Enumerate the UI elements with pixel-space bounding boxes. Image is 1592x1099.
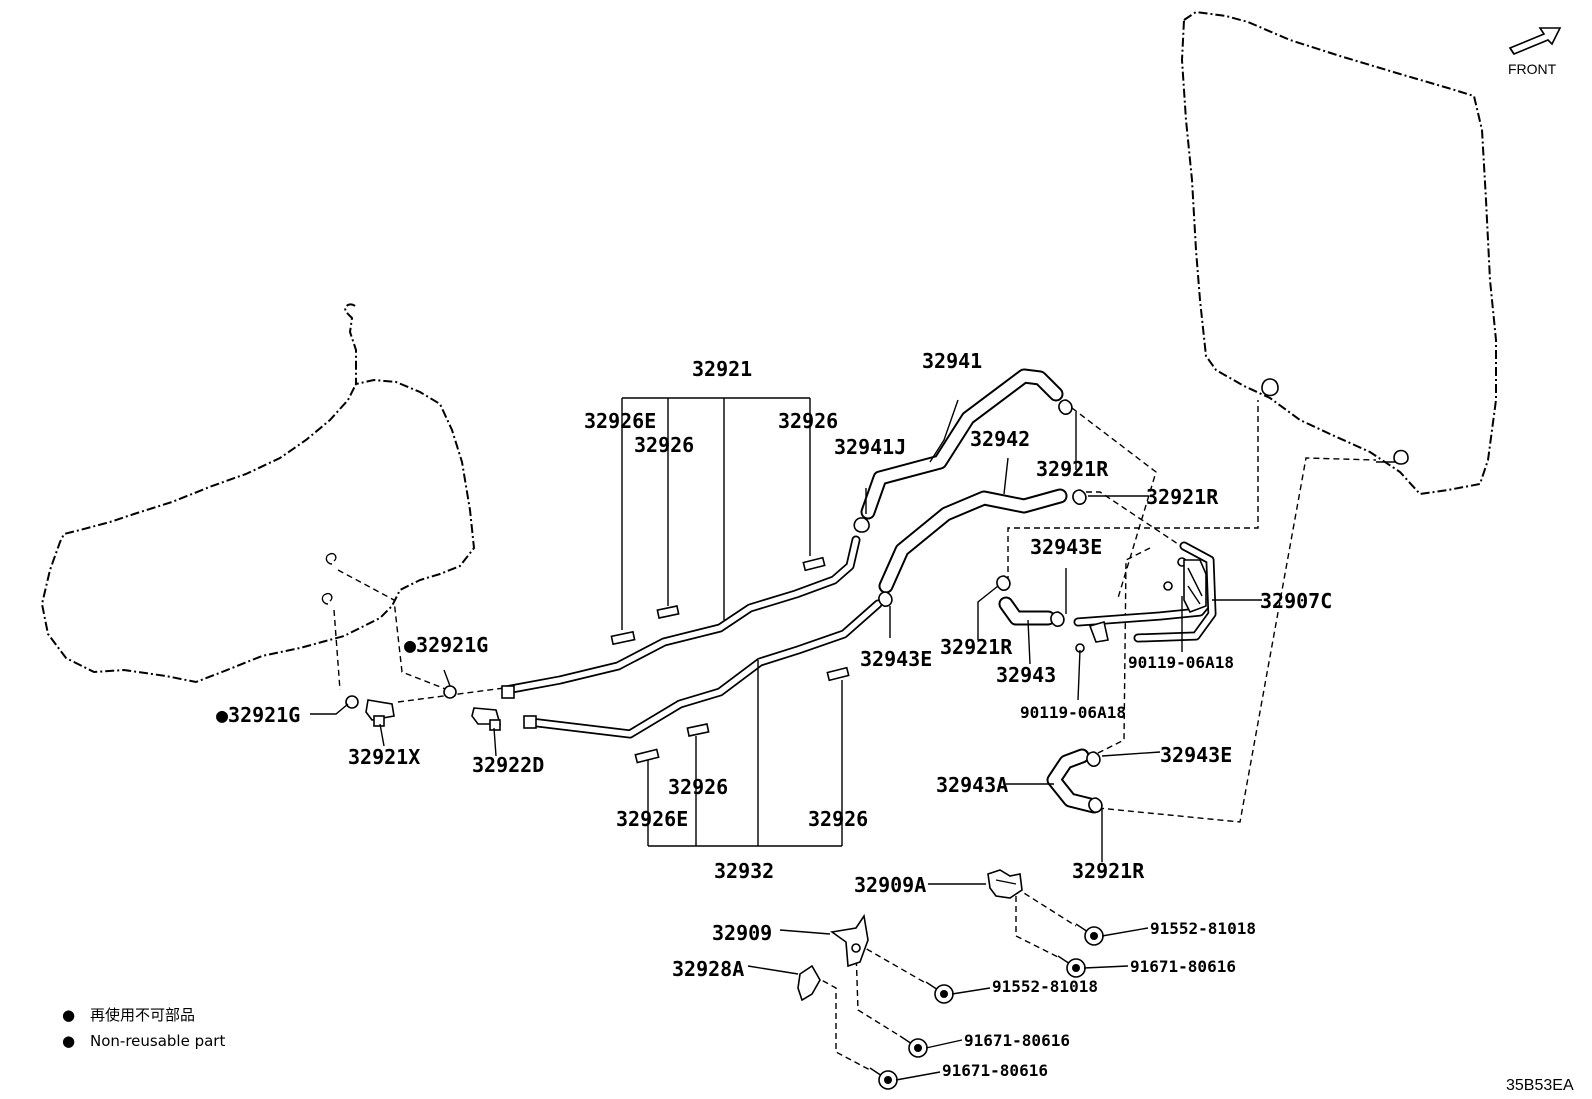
- callout-32921G-b: ●32921G: [216, 703, 300, 727]
- callout-91671-b: 91671-80616: [964, 1031, 1070, 1050]
- cooler-pipes-32907C: [1073, 541, 1217, 643]
- diagram-code: 35B53EA: [1506, 1077, 1574, 1094]
- callout-90119-b: 90119-06A18: [1020, 703, 1126, 722]
- bolt-91552-81018-b: [925, 981, 954, 1004]
- callout-32943E-c: 32943E: [1160, 743, 1232, 767]
- clamp-32921R-c: [996, 575, 1011, 591]
- callout-91671-a: 91671-80616: [1130, 957, 1236, 976]
- front-arrow-icon: [1508, 27, 1562, 55]
- transmission-port-lower: [321, 592, 333, 605]
- union-32922D: [471, 707, 502, 731]
- hose-32941: [860, 368, 1064, 520]
- callout-32921: 32921: [692, 357, 752, 381]
- transmission-port-upper: [325, 552, 337, 565]
- radiator-port-lower: [1393, 449, 1409, 465]
- callout-32921G-a: ●32921G: [404, 633, 488, 657]
- pipe-32921: [501, 535, 861, 695]
- transmission-outline: [40, 303, 476, 684]
- callout-32926E-top: 32926E: [584, 409, 656, 433]
- callout-32921X: 32921X: [348, 745, 420, 769]
- callout-32932: 32932: [714, 859, 774, 883]
- callout-32943E-a: 32943E: [1030, 535, 1102, 559]
- callout-32928A: 32928A: [672, 957, 744, 981]
- gasket-32921G-b: [345, 695, 359, 709]
- callout-91552-b: 91552-81018: [992, 977, 1098, 996]
- legend-text-en: Non-reusable part: [90, 1032, 225, 1050]
- union-32921X: [365, 699, 395, 727]
- callout-32909: 32909: [712, 921, 772, 945]
- callout-32943: 32943: [996, 663, 1056, 687]
- legend-marker-ja: ●: [62, 1006, 75, 1024]
- callout-91671-c: 91671-80616: [942, 1061, 1048, 1080]
- cooler-32907C: [1183, 559, 1207, 614]
- hose-32943: [998, 596, 1056, 626]
- hose-32942: [878, 488, 1068, 594]
- bracket-32909: [829, 913, 869, 968]
- callout-91552-a: 91552-81018: [1150, 919, 1256, 938]
- callout-32907C: 32907C: [1260, 589, 1332, 613]
- bolt-91671-80616-a: [1057, 955, 1086, 978]
- bolt-91552-81018-a: [1075, 923, 1104, 946]
- clamp-32943E-a: [1050, 611, 1065, 627]
- callout-32926E-bot: 32926E: [616, 807, 688, 831]
- callout-32941: 32941: [922, 349, 982, 373]
- legend-text-ja: 再使用不可部品: [90, 1006, 195, 1024]
- callout-32921R-b: 32921R: [1146, 485, 1219, 509]
- clamp-32921R-a: [1058, 399, 1073, 415]
- callout-32926-top-a: 32926: [634, 433, 694, 457]
- callout-32941J: 32941J: [834, 435, 906, 459]
- callout-32921R-a: 32921R: [1036, 457, 1109, 481]
- clamp-32921R-d: [1088, 797, 1103, 813]
- callout-32926-bot-a: 32926: [668, 775, 728, 799]
- front-label: FRONT: [1508, 61, 1557, 77]
- callout-32926-bot-b: 32926: [808, 807, 868, 831]
- callout-32909A: 32909A: [854, 873, 926, 897]
- clamp-32921R-b: [1072, 489, 1087, 505]
- gasket-32921G-a: [443, 685, 457, 699]
- callouts: 32921 32926E 32926 32926 32941 32941J 32…: [216, 349, 1332, 1080]
- hose-32943A: [1046, 748, 1102, 814]
- protector-sleeves: [501, 556, 850, 764]
- bolt-91671-80616-b: [899, 1035, 928, 1058]
- leader-lines: [310, 397, 1262, 1081]
- callout-32921R-d: 32921R: [1072, 859, 1145, 883]
- legend: ● 再使用不可部品 ● Non-reusable part: [62, 1006, 225, 1050]
- radiator-outline: [1180, 10, 1497, 496]
- pipe-32932: [525, 599, 883, 739]
- callout-32926-top-b: 32926: [778, 409, 838, 433]
- clamp-32943E-c: [1086, 751, 1101, 767]
- bracket-32909A: [987, 869, 1023, 899]
- bracket-32928A: [797, 964, 821, 1002]
- callout-32922D: 32922D: [472, 753, 544, 777]
- callout-90119-a: 90119-06A18: [1128, 653, 1234, 672]
- callout-32943A: 32943A: [936, 773, 1008, 797]
- clip-32941J: [853, 517, 870, 533]
- clamp-32943E-b: [878, 591, 893, 607]
- bolt-91671-80616-c: [869, 1067, 898, 1090]
- callout-32921R-c: 32921R: [940, 635, 1013, 659]
- legend-marker-en: ●: [62, 1032, 75, 1050]
- callout-32942: 32942: [970, 427, 1030, 451]
- callout-32943E-b: 32943E: [860, 647, 932, 671]
- radiator-port-upper: [1261, 378, 1279, 397]
